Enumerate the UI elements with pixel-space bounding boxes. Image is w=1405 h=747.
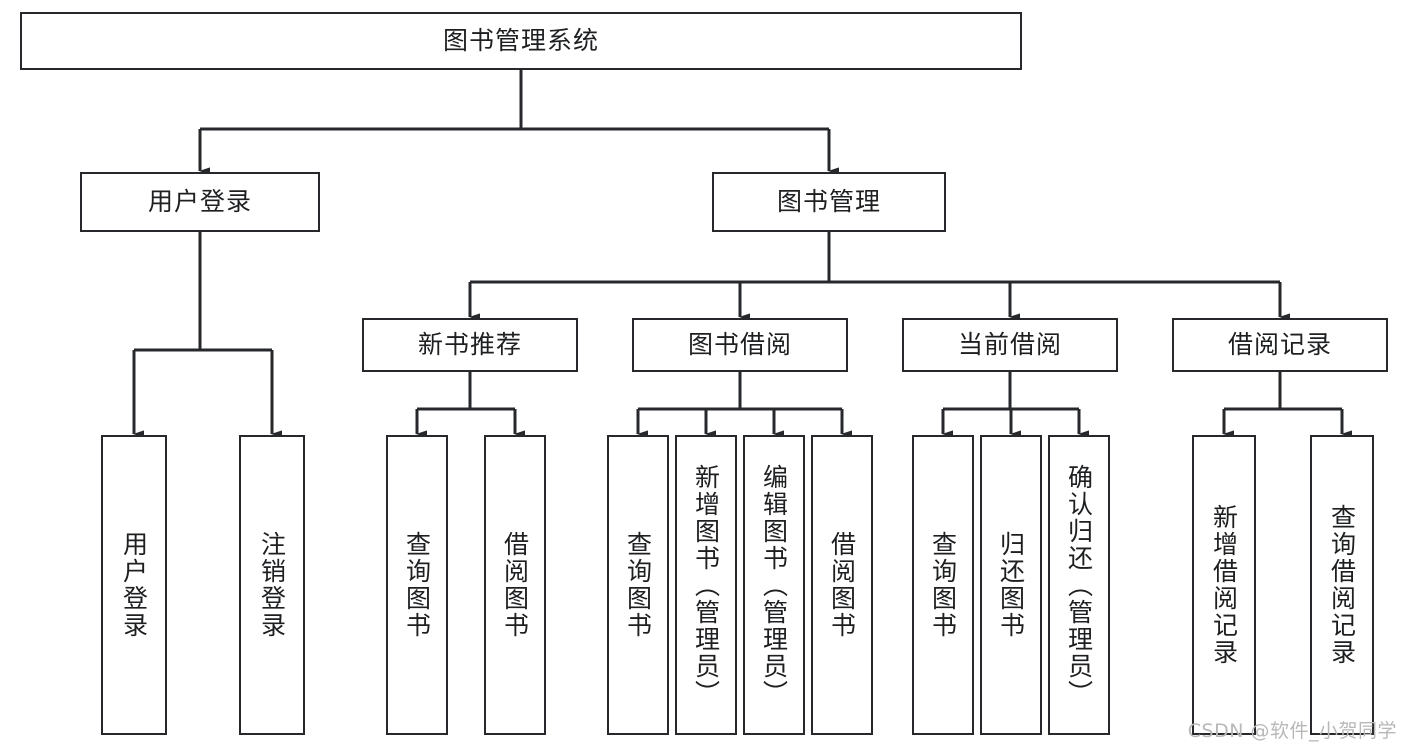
node-label: 借阅图书 — [827, 531, 857, 639]
node-leaf-bb-query[interactable]: 查询图书 — [607, 435, 669, 735]
node-label: 用户登录 — [119, 531, 149, 639]
node-new-book-rec[interactable]: 新书推荐 — [362, 318, 578, 372]
node-label: 当前借阅 — [957, 330, 1062, 360]
node-leaf-rec-query[interactable]: 查询图书 — [386, 435, 448, 735]
node-leaf-bb-borrow[interactable]: 借阅图书 — [811, 435, 873, 735]
connector-lines — [132, 70, 1352, 438]
node-user-login[interactable]: 用户登录 — [80, 172, 320, 232]
watermark: CSDN @软件_小贺同学 — [1187, 720, 1397, 742]
node-label: 归还图书 — [996, 531, 1026, 639]
node-label: 编辑图书（管理员） — [759, 463, 789, 707]
node-root[interactable]: 图书管理系统 — [20, 12, 1022, 70]
node-label: 查询图书 — [623, 531, 653, 639]
node-label: 查询图书 — [402, 531, 432, 639]
node-label: 确认归还（管理员） — [1064, 463, 1094, 707]
node-label: 查询图书 — [928, 531, 958, 639]
node-label: 查询借阅记录 — [1327, 504, 1357, 666]
node-label: 注销登录 — [257, 531, 287, 639]
node-label: 新书推荐 — [417, 330, 522, 360]
node-label: 新增图书（管理员） — [691, 463, 721, 707]
node-label: 图书管理系统 — [442, 26, 599, 56]
node-label: 用户登录 — [147, 187, 252, 217]
node-label: 新增借阅记录 — [1209, 504, 1239, 666]
node-leaf-br-query[interactable]: 查询借阅记录 — [1310, 435, 1374, 735]
node-label: 图书管理 — [776, 187, 881, 217]
node-borrow-record[interactable]: 借阅记录 — [1172, 318, 1388, 372]
node-book-manage[interactable]: 图书管理 — [712, 172, 946, 232]
node-leaf-cb-return[interactable]: 归还图书 — [980, 435, 1042, 735]
node-label: 图书借阅 — [687, 330, 792, 360]
node-leaf-logout[interactable]: 注销登录 — [239, 435, 305, 735]
node-leaf-cb-confirm[interactable]: 确认归还（管理员） — [1048, 435, 1110, 735]
node-book-borrow[interactable]: 图书借阅 — [632, 318, 848, 372]
node-leaf-bb-add[interactable]: 新增图书（管理员） — [675, 435, 737, 735]
node-label: 借阅记录 — [1227, 330, 1332, 360]
node-leaf-user-login[interactable]: 用户登录 — [101, 435, 167, 735]
node-current-borrow[interactable]: 当前借阅 — [902, 318, 1118, 372]
node-leaf-rec-borrow[interactable]: 借阅图书 — [484, 435, 546, 735]
node-leaf-cb-query[interactable]: 查询图书 — [912, 435, 974, 735]
node-leaf-br-add[interactable]: 新增借阅记录 — [1192, 435, 1256, 735]
node-label: 借阅图书 — [500, 531, 530, 639]
node-leaf-bb-edit[interactable]: 编辑图书（管理员） — [743, 435, 805, 735]
